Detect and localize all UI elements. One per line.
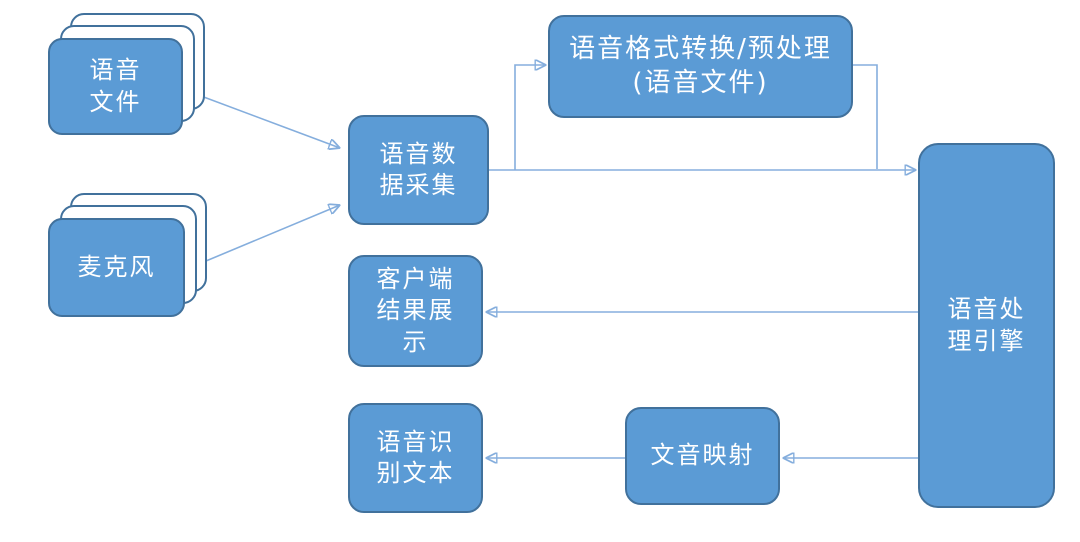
node-speech-recognition-text: 语音识 别文本 <box>348 403 483 513</box>
node-microphone: 麦克风 <box>48 193 207 317</box>
node-voice-files: 语音 文件 <box>48 13 205 135</box>
node-voice-data-collection: 语音数 据采集 <box>348 115 489 225</box>
node-label: 麦克风 <box>77 252 156 281</box>
node-label: 语音 文件 <box>89 56 142 116</box>
node-client-result-display: 客户端 结果展 示 <box>348 255 483 367</box>
node-format-conversion-preprocess: 语音格式转换/预处理 (语音文件) <box>548 15 853 118</box>
node-label: 语音数 据采集 <box>379 139 458 199</box>
edge-collection-to-preprocess <box>514 65 546 170</box>
node-label: 客户端 结果展 示 <box>376 265 455 356</box>
node-speech-processing-engine: 语音处 理引擎 <box>918 143 1055 508</box>
node-label: 语音格式转换/预处理 (语音文件) <box>569 33 832 98</box>
edge-microphone-to-collection <box>193 205 340 267</box>
stack-card-front: 麦克风 <box>48 218 185 317</box>
node-label: 语音识 别文本 <box>376 427 455 487</box>
node-label: 语音处 理引擎 <box>947 295 1026 355</box>
node-label: 文音映射 <box>650 441 755 470</box>
edge-preprocess-to-engine <box>853 64 878 169</box>
node-text-voice-mapping: 文音映射 <box>625 407 780 505</box>
stack-card-front: 语音 文件 <box>48 38 183 135</box>
edge-voice-files-to-collection <box>192 92 340 148</box>
